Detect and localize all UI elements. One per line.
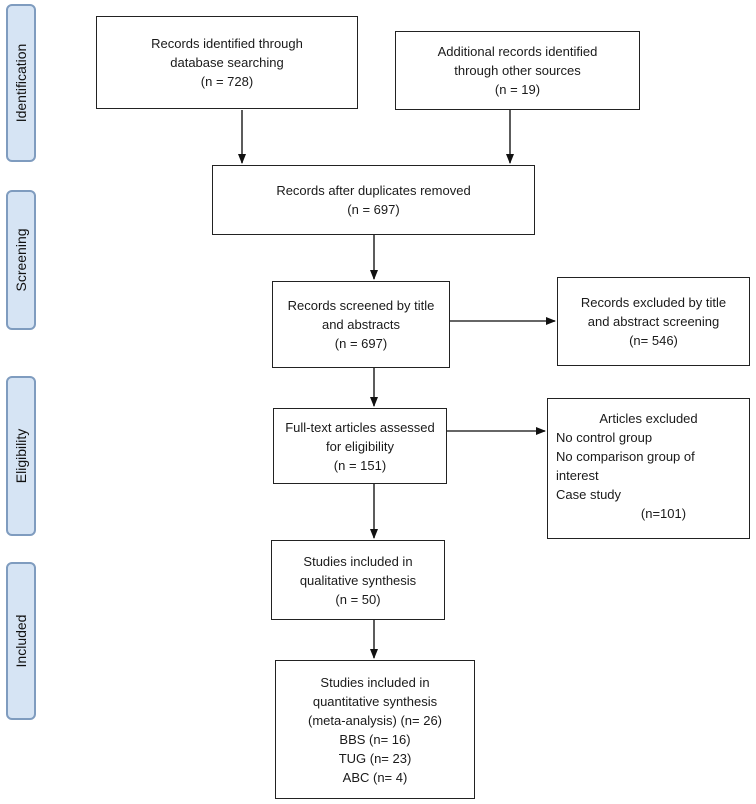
box-line: Records screened by title xyxy=(287,298,435,313)
box-line: Full-text articles assessed xyxy=(285,419,435,435)
box-count: (n = 728) xyxy=(200,74,254,89)
box-line: and abstracts xyxy=(321,317,401,332)
box-excluded-screening: Records excluded by title and abstract s… xyxy=(557,277,750,366)
stage-included: Included xyxy=(6,562,36,720)
box-line: qualitative synthesis xyxy=(299,572,417,588)
box-count: (n = 697) xyxy=(334,336,388,351)
box-count: (n = 151) xyxy=(333,457,387,473)
box-fulltext-assessed: Full-text articles assessed for eligibil… xyxy=(273,408,447,484)
box-line: database searching xyxy=(170,55,284,70)
box-line: Additional records identified xyxy=(437,44,598,59)
box-quantitative-synthesis: Studies included in quantitative synthes… xyxy=(275,660,475,799)
box-count: (n = 697) xyxy=(347,202,400,217)
stage-identification: Identification xyxy=(6,4,36,162)
box-line: Studies included in xyxy=(320,674,430,690)
box-line: Studies included in xyxy=(303,553,413,569)
box-title: Articles excluded xyxy=(599,411,698,426)
box-line: and abstract screening xyxy=(587,314,720,329)
box-line: for eligibility xyxy=(326,438,394,454)
box-database-search: Records identified through database sear… xyxy=(96,16,358,109)
box-other-sources: Additional records identified through ot… xyxy=(395,31,640,110)
box-articles-excluded: Articles excluded No control group No co… xyxy=(547,398,750,539)
box-line: ABC (n= 4) xyxy=(342,769,408,785)
box-line: TUG (n= 23) xyxy=(338,750,412,766)
box-line: quantitative synthesis xyxy=(312,693,438,709)
box-screened: Records screened by title and abstracts … xyxy=(272,281,450,368)
stage-eligibility: Eligibility xyxy=(6,376,36,536)
exclusion-reason: No comparison group of xyxy=(556,449,695,464)
exclusion-reason: interest xyxy=(556,468,599,483)
box-line: Records after duplicates removed xyxy=(276,183,471,198)
box-duplicates-removed: Records after duplicates removed (n = 69… xyxy=(212,165,535,235)
stage-screening: Screening xyxy=(6,190,36,330)
box-count: (n = 19) xyxy=(494,82,541,97)
box-count: (n= 546) xyxy=(629,333,678,348)
box-line: Records identified through xyxy=(151,36,303,51)
box-line: BBS (n= 16) xyxy=(339,731,411,747)
box-count: (n = 50) xyxy=(335,591,381,607)
box-qualitative-synthesis: Studies included in qualitative synthesi… xyxy=(271,540,445,620)
box-line: (meta-analysis) (n= 26) xyxy=(307,712,443,728)
box-line: through other sources xyxy=(454,63,581,78)
box-count: (n=101) xyxy=(640,506,687,521)
exclusion-reason: No control group xyxy=(556,430,653,445)
box-line: Records excluded by title xyxy=(580,295,727,310)
exclusion-reason: Case study xyxy=(556,487,622,502)
